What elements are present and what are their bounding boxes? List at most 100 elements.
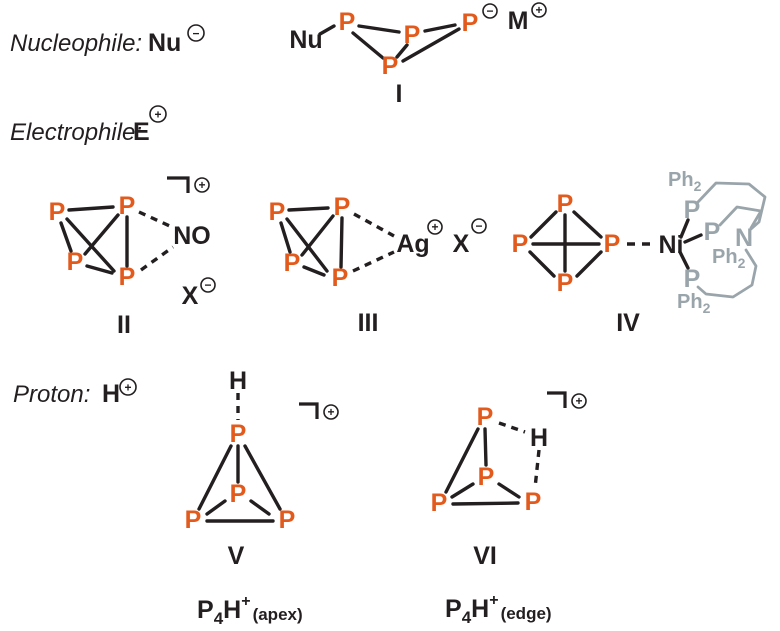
atom-p: P bbox=[512, 230, 529, 258]
atom-p: P bbox=[431, 489, 448, 517]
minus-charge-icon: − bbox=[482, 3, 498, 19]
legend-proton: Proton: H + bbox=[13, 378, 137, 408]
minus-charge-icon: − bbox=[471, 218, 487, 234]
plus-charge-sign: + bbox=[431, 220, 438, 234]
bond bbox=[683, 233, 703, 244]
atom-no: NO bbox=[173, 222, 211, 250]
phenyl-text: Ph bbox=[677, 291, 703, 313]
atom-p: P bbox=[557, 190, 574, 218]
atom-p: P bbox=[279, 506, 296, 534]
atom-h: H bbox=[229, 367, 247, 395]
plus-charge-sign: + bbox=[154, 108, 161, 122]
formula-subscript: 4 bbox=[462, 608, 472, 627]
proton-label: Proton: bbox=[13, 381, 90, 408]
minus-charge-sign: − bbox=[475, 219, 482, 233]
atom-p: P bbox=[185, 506, 202, 534]
bond bbox=[285, 217, 329, 273]
formula-edge: P4H+(edge) bbox=[445, 592, 552, 627]
atom-ag: Ag bbox=[396, 230, 429, 258]
minus-charge-sign: − bbox=[192, 27, 199, 41]
bond bbox=[67, 205, 115, 212]
atom-p: P bbox=[462, 9, 479, 37]
atom-x: X bbox=[182, 282, 199, 310]
minus-charge-sign: − bbox=[204, 278, 211, 292]
formula-site: (edge) bbox=[501, 604, 552, 623]
dashed-bond bbox=[140, 245, 174, 272]
bond bbox=[678, 250, 690, 270]
atom-p: P bbox=[334, 193, 351, 221]
cation-bracket-icon bbox=[547, 391, 567, 408]
electrophile-label: Electrophile: bbox=[10, 119, 142, 146]
bond bbox=[318, 24, 336, 36]
plus-charge-sign: + bbox=[124, 381, 131, 395]
atom-x: X bbox=[453, 230, 470, 258]
dashed-bond bbox=[533, 449, 541, 489]
bond bbox=[450, 482, 475, 499]
bond bbox=[483, 427, 488, 467]
minus-charge-icon: − bbox=[200, 277, 216, 293]
bond bbox=[401, 27, 461, 63]
dashed-bond bbox=[138, 210, 173, 229]
plus-charge-sign: + bbox=[327, 405, 334, 419]
formula-subscript: 4 bbox=[214, 609, 224, 628]
minus-charge-icon: − bbox=[187, 24, 205, 42]
atom-p: P bbox=[332, 264, 349, 292]
roman-numeral-iv: IV bbox=[616, 309, 640, 337]
bond bbox=[249, 499, 271, 516]
atom-p: P bbox=[557, 269, 574, 297]
legend-nucleophile: Nucleophile: Nu − bbox=[10, 24, 205, 57]
atom-p: P bbox=[67, 248, 84, 276]
plus-charge-sign: + bbox=[575, 394, 582, 408]
proton-symbol: H bbox=[102, 380, 120, 408]
bond bbox=[444, 427, 480, 494]
bond bbox=[423, 23, 457, 33]
structure-i: Nu P P P P − M + I bbox=[289, 2, 547, 108]
bond bbox=[339, 216, 344, 269]
formula-site: (apex) bbox=[253, 605, 303, 624]
formula-p: P bbox=[445, 595, 462, 623]
phenyl-label: Ph2 bbox=[712, 246, 746, 271]
atom-p: P bbox=[119, 263, 136, 291]
structure-iv: P P P P Ni P P P N Ph2 Ph2 Ph2 IV bbox=[512, 169, 767, 337]
atom-p: P bbox=[477, 403, 494, 431]
phenyl-text: Ph bbox=[712, 246, 738, 268]
bond bbox=[351, 31, 385, 60]
bond bbox=[497, 482, 521, 499]
bond bbox=[679, 218, 690, 239]
bond bbox=[205, 499, 227, 516]
bond bbox=[59, 221, 73, 253]
bond bbox=[302, 265, 326, 277]
plus-charge-icon: + bbox=[323, 404, 339, 420]
atom-h: H bbox=[530, 424, 548, 452]
roman-numeral-i: I bbox=[396, 80, 403, 108]
ligand-arm bbox=[696, 248, 758, 299]
atom-ni: Ni bbox=[659, 231, 684, 259]
plus-charge-icon: + bbox=[571, 393, 587, 409]
plus-charge-icon: + bbox=[149, 105, 167, 123]
legend-electrophile: Electrophile: E + bbox=[10, 105, 167, 146]
bond bbox=[572, 210, 603, 239]
formula-p: P bbox=[197, 596, 214, 624]
atom-p: P bbox=[339, 8, 356, 36]
nucleophile-label: Nucleophile: bbox=[10, 30, 142, 57]
formula-apex: P4H+(apex) bbox=[197, 593, 303, 628]
phenyl-label: Ph2 bbox=[677, 291, 711, 316]
dashed-bond bbox=[353, 212, 395, 238]
atom-p-ligand: P bbox=[684, 265, 701, 293]
formula-superscript: + bbox=[241, 593, 250, 610]
bond bbox=[528, 250, 556, 278]
bond bbox=[300, 214, 335, 257]
atom-p-ligand: P bbox=[704, 218, 721, 246]
plus-charge-sign: + bbox=[198, 178, 205, 192]
structure-iii: P P P P Ag + X − III bbox=[269, 193, 487, 337]
bond bbox=[85, 264, 114, 275]
bond bbox=[279, 221, 292, 254]
atom-p: P bbox=[119, 192, 136, 220]
nucleophile-symbol: Nu bbox=[148, 29, 181, 57]
structure-v: H P P P P + V P4H+(apex) bbox=[185, 367, 339, 628]
atom-p: P bbox=[230, 480, 247, 508]
cation-bracket-icon bbox=[167, 176, 190, 193]
structure-vi: P H P P P + VI P4H+(edge) bbox=[431, 391, 587, 627]
